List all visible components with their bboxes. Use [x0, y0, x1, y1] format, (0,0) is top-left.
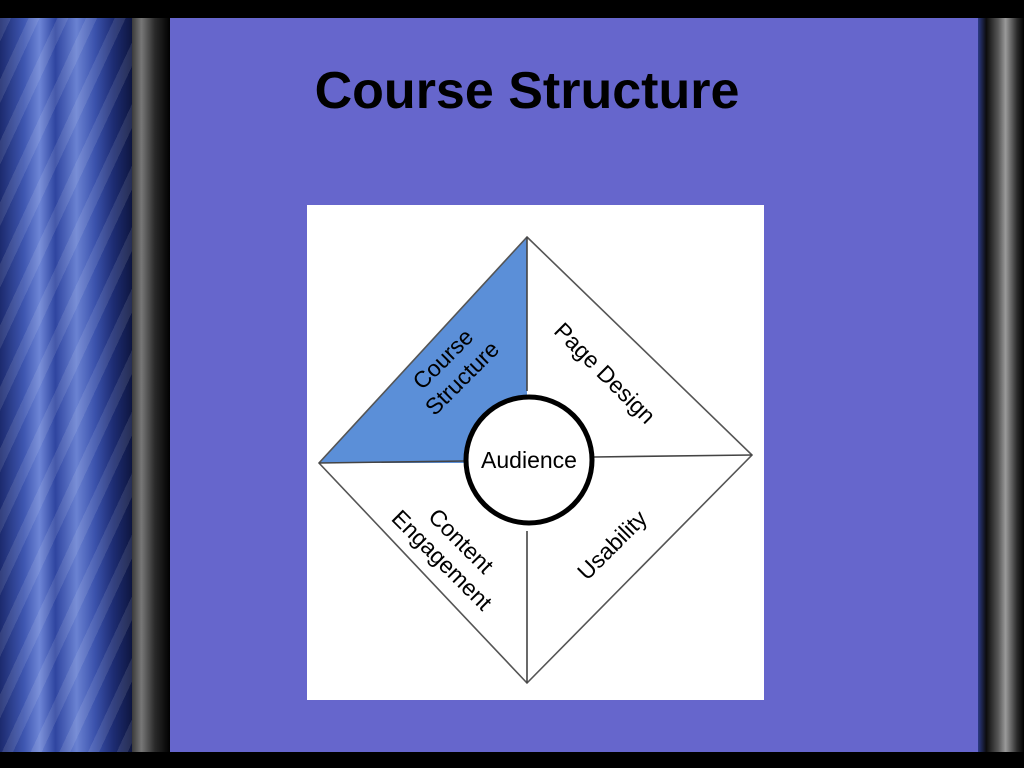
diagram-canvas: Audience Course Structure Page Design Co… — [317, 235, 754, 685]
usability-label: Usability — [572, 505, 652, 585]
left-decorative-border — [0, 18, 132, 752]
left-border-shadow — [132, 18, 170, 752]
usability-line-1: Usability — [572, 505, 652, 585]
diamond-diagram: Audience Course Structure Page Design Co… — [307, 205, 764, 700]
slide-title: Course Structure — [314, 62, 740, 120]
audience-circle — [463, 394, 595, 526]
audience-label: Audience — [481, 447, 577, 473]
horizontal-divider-right — [593, 454, 753, 458]
right-decorative-border — [978, 18, 1024, 752]
horizontal-divider-left — [318, 460, 466, 464]
